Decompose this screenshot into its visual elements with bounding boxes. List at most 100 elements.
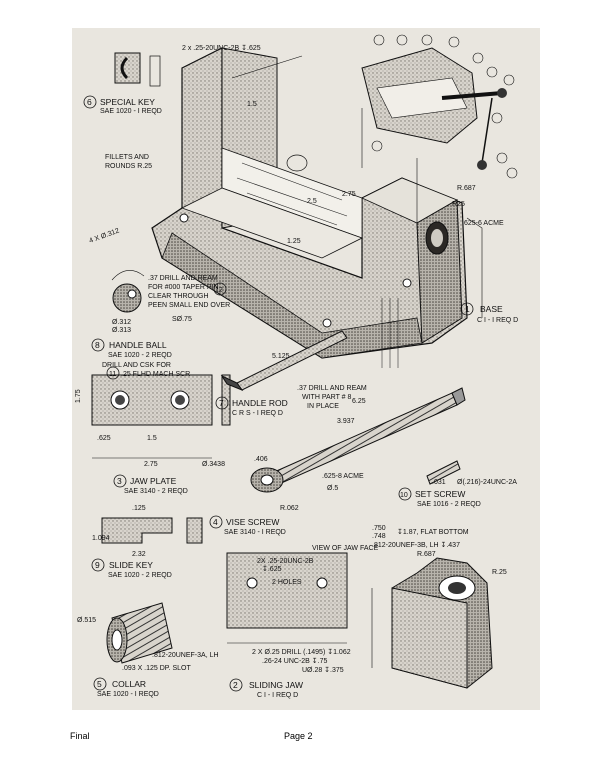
part-3-balloon: [113, 474, 127, 488]
part-4-name: VISE SCREW: [226, 517, 279, 527]
part-1-balloon: [460, 302, 474, 316]
base-part: [151, 47, 483, 368]
set-screw-part: [426, 460, 461, 485]
part-3-spec: SAE 3140 - 2 REQD: [124, 488, 188, 495]
drill-ream-line-2: FOR #000 TAPER PIN: [148, 284, 219, 291]
holes-note: 4 X Ø.312: [88, 227, 120, 244]
part-5-name: COLLAR: [112, 679, 146, 689]
part-4-spec: SAE 3140 - I REQD: [224, 529, 286, 536]
part-5-balloon: [93, 677, 107, 691]
sphere-note: SØ.75: [172, 316, 192, 323]
part-8-number: 8: [95, 340, 100, 350]
part-1-name: BASE: [480, 304, 503, 314]
part-7-spec: C R S - I REQ D: [232, 410, 283, 417]
handle-ball-part: [111, 270, 145, 313]
rod-drill-3: IN PLACE: [307, 403, 339, 410]
drill-ream-line-1: .37 DRILL AND REAM: [148, 275, 218, 282]
drill-1495-note: 2 X Ø.25 DRILL (.1495) ↧1.062: [252, 648, 351, 656]
part-10-number: 10: [400, 492, 408, 499]
ball-dia-1: Ø.312: [112, 319, 131, 326]
jaw-bore-depth: ↧1.87, FLAT BOTTOM: [397, 528, 469, 536]
acme-note: .625-6 ACME: [462, 220, 504, 227]
part-9-number: 9: [95, 560, 100, 570]
part-8-spec: SAE 1020 - 2 REQD: [108, 352, 172, 359]
base-radius-687: R.687: [457, 185, 476, 192]
part-2-name: SLIDING JAW: [249, 680, 303, 690]
jaw-plate-part: [91, 374, 231, 459]
part-8-balloon: [91, 338, 105, 352]
slide-key-dim-1094: 1.094: [92, 535, 110, 542]
part-7-name: HANDLE ROD: [232, 398, 288, 408]
collar-thread: .812-20UNEF-3A, LH: [152, 652, 219, 659]
jaw-face-thread: 2X .25-20UNC-2B: [257, 558, 314, 565]
part-2-balloon: [229, 678, 243, 692]
part-4-number: 4: [213, 517, 218, 527]
part-8-name: HANDLE BALL: [109, 340, 167, 350]
base-dim-275: 2.75: [342, 191, 356, 198]
ball-dia-2: Ø.313: [112, 327, 131, 334]
part-6-balloon: [83, 95, 97, 109]
special-key-part: [114, 52, 161, 87]
drill-ream-line-4: PEEN SMALL END OVER: [148, 302, 230, 309]
screw-dim-406: .406: [254, 456, 268, 463]
vise-screw-part: [250, 387, 466, 493]
part-5-number: 5: [97, 679, 102, 689]
jaw-bore-748: .748: [372, 533, 386, 540]
thread-28-note: UØ.28 ↧.375: [302, 666, 344, 674]
base-dim-15: 1.5: [247, 101, 257, 108]
jaw-r25: R.25: [492, 569, 507, 576]
part-6-number: 6: [87, 97, 92, 107]
sliding-jaw-front: [226, 552, 348, 644]
acme-625-note: .625-8 ACME: [322, 473, 364, 480]
footer-left-label: Final: [70, 731, 90, 741]
part-6-name: SPECIAL KEY: [100, 97, 155, 107]
fillets-note-1: FILLETS AND: [105, 154, 149, 161]
footer-page-number: Page 2: [284, 731, 313, 741]
collar-dia: Ø.515: [77, 617, 96, 624]
part-9-spec: SAE 1020 - 2 REQD: [108, 572, 172, 579]
collar-part: [106, 602, 173, 664]
part-5-spec: SAE 1020 - I REQD: [97, 691, 159, 698]
slide-key-part: [101, 517, 203, 544]
screw-r062: R.062: [280, 505, 299, 512]
base-radius-25: R25: [452, 201, 465, 208]
part-7-balloon: [215, 396, 229, 410]
part-10-name: SET SCREW: [415, 489, 465, 499]
part-10-spec: SAE 1016 - 2 REQD: [417, 501, 481, 508]
part-10-balloon: [398, 487, 412, 501]
part-9-name: SLIDE KEY: [109, 560, 153, 570]
jaw-bore-750: .750: [372, 525, 386, 532]
base-thread-note: 2 x .25-20UNC-2B ↧.625: [182, 44, 261, 52]
jaw-thread-note: .812-20UNEF-3B, LH ↧.437: [372, 541, 460, 549]
view-of-jaw-face: VIEW OF JAW FACE: [312, 545, 379, 552]
rod-drill-2: WITH PART # 8: [302, 394, 352, 401]
part-3-name: JAW PLATE: [130, 476, 177, 486]
jaw-r687: R.687: [417, 551, 436, 558]
drill-csk-note: DRILL AND CSK FOR: [102, 362, 171, 369]
vise-assembly-drawing: 2 x .25-20UNC-2B ↧.625 FILLETS AND ROUND…: [75, 34, 518, 699]
part-6-spec: SAE 1020 - I REQD: [100, 108, 162, 115]
part-12-balloon: [213, 282, 227, 296]
part-4-balloon: [209, 515, 223, 529]
slide-key-dim-232: 2.32: [132, 551, 146, 558]
part-11-balloon: [106, 366, 120, 380]
base-dim-25: 2.5: [307, 198, 317, 205]
thread-26-note: .26-24 UNC-2B ↧.75: [262, 657, 327, 665]
part-7-number: 7: [219, 398, 224, 408]
dim-3438: Ø.3438: [202, 461, 225, 468]
fillets-note-2: ROUNDS R.25: [105, 163, 152, 170]
base-dim-125: 1.25: [287, 238, 301, 245]
set-screw-dim-031: .031: [432, 479, 446, 486]
drill-ream-line-3: CLEAR THROUGH: [148, 293, 209, 300]
part-1-number: 1: [465, 304, 470, 314]
sliding-jaw-iso: [371, 557, 493, 689]
screw-dim-625: 6.25: [352, 398, 366, 405]
set-screw-thread: Ø(.216)-24UNC-2A: [457, 479, 517, 486]
slide-key-dim-125: .125: [132, 505, 146, 512]
jaw-dim-15: 1.5: [147, 435, 157, 442]
assembly-view: [361, 34, 518, 179]
handle-rod-part: [220, 330, 348, 392]
jaw-dim-175: 1.75: [75, 389, 82, 403]
screw-dim-3937: 3.937: [337, 418, 355, 425]
part-9-balloon: [91, 558, 105, 572]
